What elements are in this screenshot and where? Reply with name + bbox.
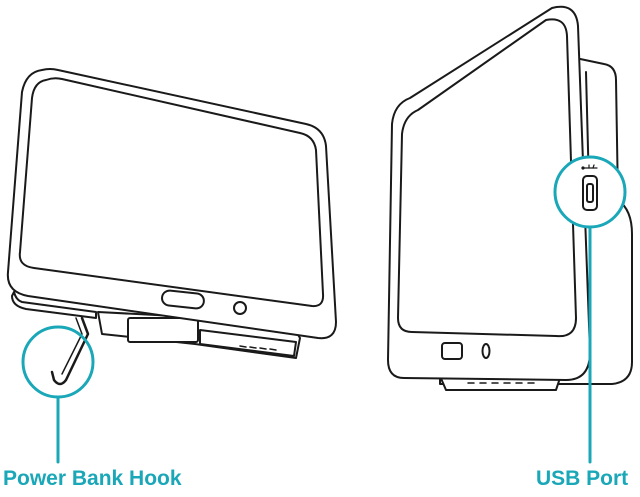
power-bank-hook [50, 316, 90, 386]
right-screen [397, 18, 577, 338]
left-device [6, 68, 337, 359]
left-vent-marks [239, 345, 277, 351]
usb-symbol-icon [581, 164, 598, 170]
left-base-block [127, 317, 199, 343]
left-home-button [161, 289, 205, 310]
power-bank-hook-label: Power Bank Hook [3, 467, 182, 490]
usb-port-label: USB Port [536, 467, 629, 490]
left-screen [18, 77, 325, 308]
right-sensor [481, 343, 491, 359]
usb-port-detail [582, 175, 598, 211]
left-tray [11, 291, 97, 319]
right-home-button [441, 342, 463, 360]
right-device [387, 5, 633, 391]
left-sensor [233, 301, 247, 315]
hook-callout-circle [21, 325, 95, 399]
